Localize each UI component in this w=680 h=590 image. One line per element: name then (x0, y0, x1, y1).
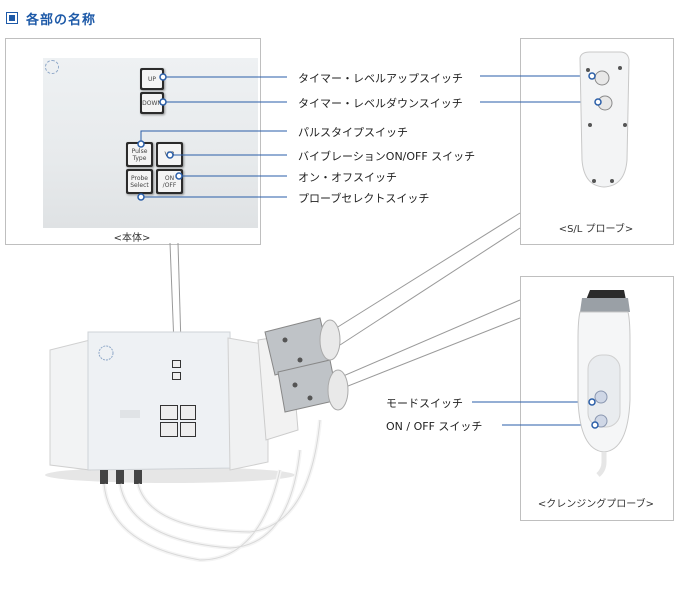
down-button[interactable]: DOWN (140, 92, 164, 114)
on-off-switch-label: オン・オフスイッチ (298, 171, 397, 184)
mode-switch-label: モードスイッチ (386, 397, 463, 410)
vibration-switch-label: バイブレーションON/OFF スイッチ (298, 150, 476, 163)
sl-probe-illustration (579, 51, 630, 188)
down-button-label: DOWN (142, 94, 162, 112)
pulse-type-button[interactable]: Pulse Type (126, 142, 153, 167)
timer-level-down-label: タイマー・レベルダウンスイッチ (298, 97, 463, 110)
cleansing-on-off-switch-label: ON / OFF スイッチ (386, 420, 483, 433)
main-panel-caption: <本体> (113, 233, 151, 244)
probe-select-button[interactable]: Probe Select (126, 169, 153, 194)
square-bullet-icon (6, 12, 18, 24)
on-off-button-label: ON ∕OFF (158, 171, 181, 192)
cleansing-probe-illustration (577, 290, 631, 477)
pulse-type-switch-label: パルスタイプスイッチ (298, 126, 408, 139)
section-header: 各部の名称 (6, 8, 96, 28)
probe-select-switch-label: プローブセレクトスイッチ (298, 192, 430, 205)
callout-leaders (140, 75, 598, 426)
sl-probe-caption: <S/L プローブ> (558, 224, 634, 235)
brand-logo-icon (45, 60, 59, 74)
timer-level-up-label: タイマー・レベルアップスイッチ (298, 72, 463, 85)
cleansing-probe-caption: <クレンジングプローブ> (537, 499, 655, 510)
pulse-type-button-label: Pulse Type (128, 144, 151, 165)
probe-select-button-label: Probe Select (128, 171, 151, 192)
up-button[interactable]: UP (140, 68, 164, 90)
callout-dots (137, 73, 183, 201)
main-device-illustration (45, 317, 349, 563)
page-title: 各部の名称 (26, 12, 97, 28)
up-button-label: UP (142, 70, 162, 88)
